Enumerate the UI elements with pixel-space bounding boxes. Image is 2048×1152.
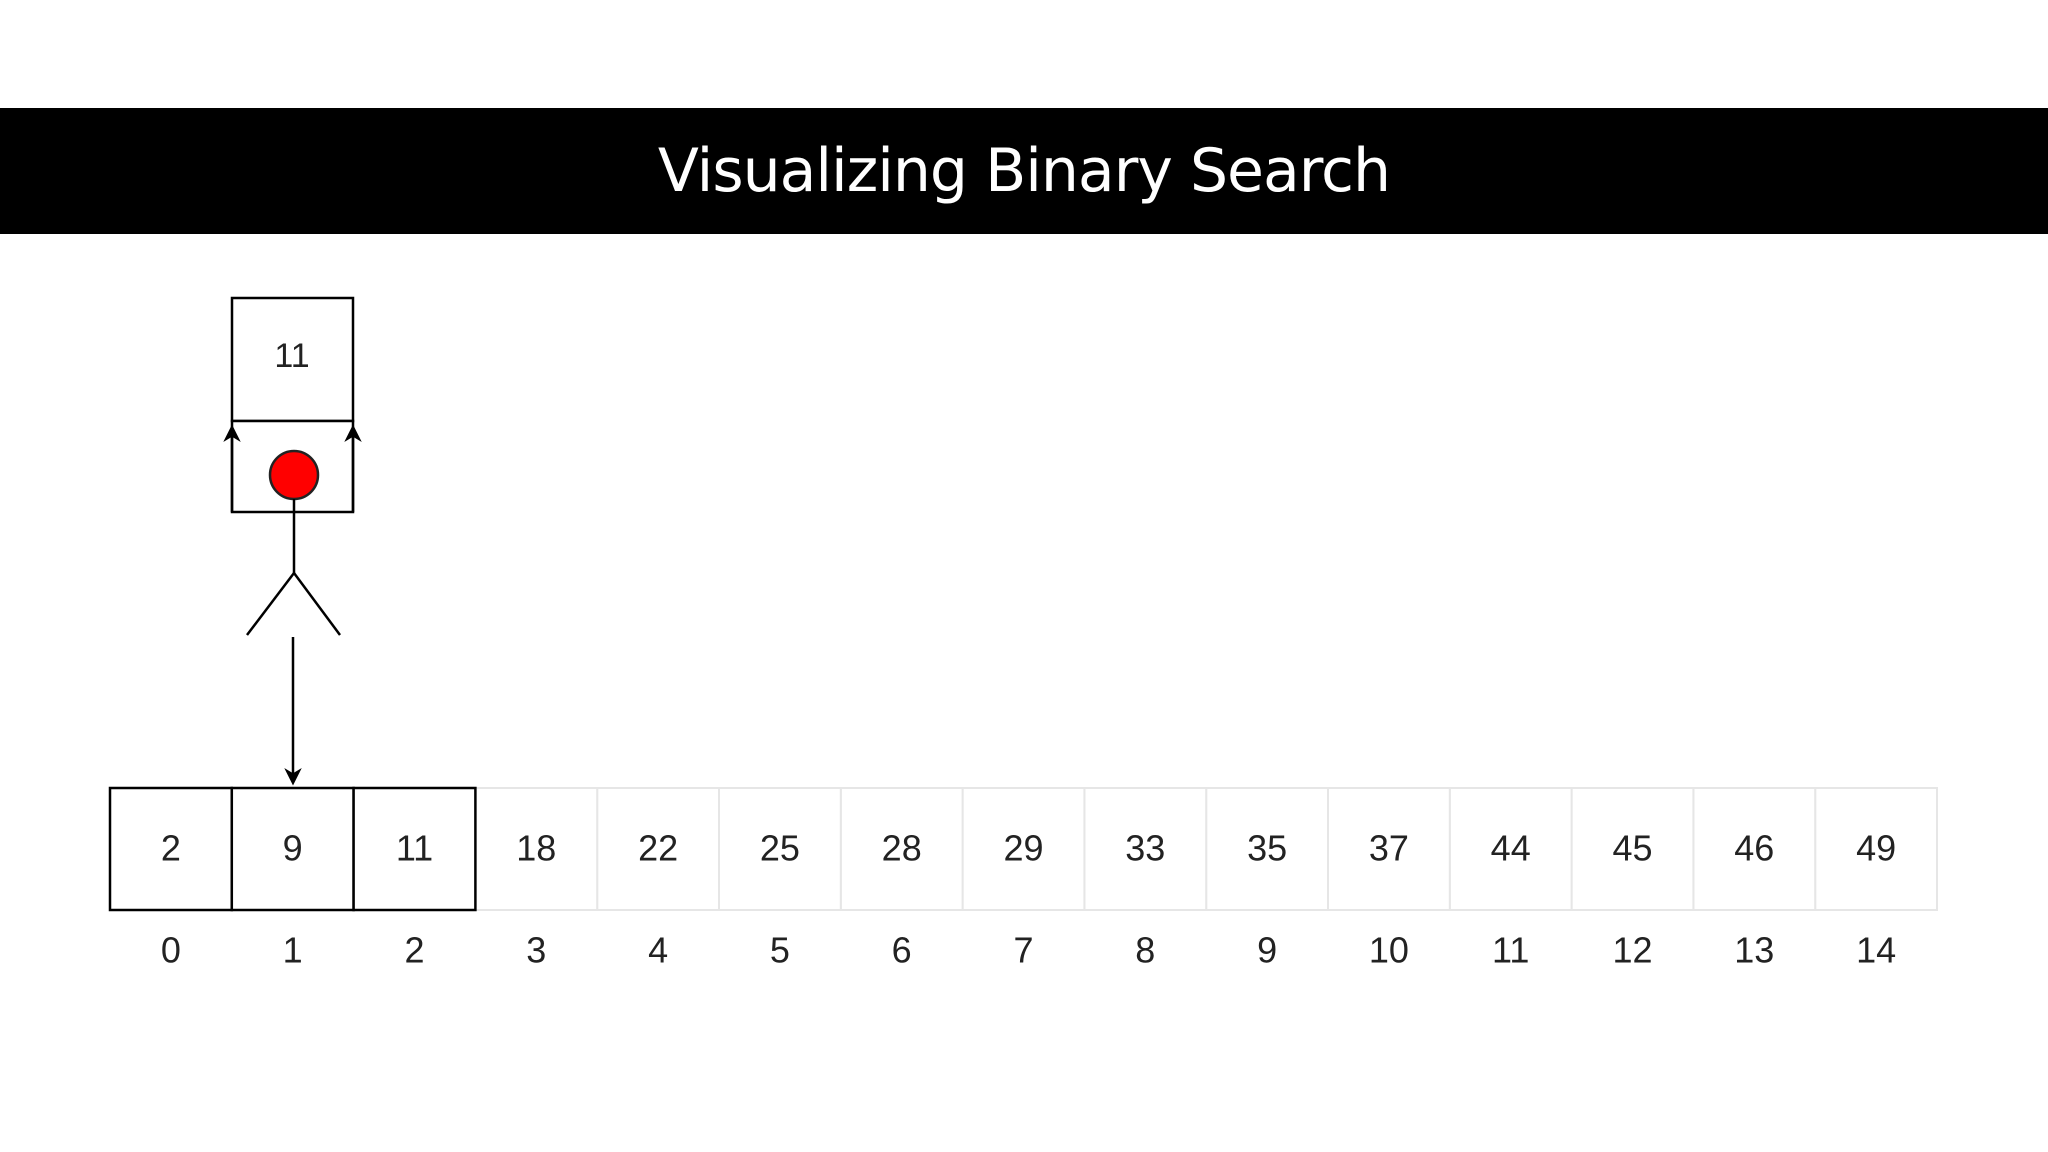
array-value: 46 [1734, 828, 1774, 869]
array-cell-inactive [1692, 787, 1817, 911]
array-index-label: 13 [1734, 930, 1774, 971]
array-cell-inactive [474, 787, 599, 911]
figure-left-leg [246, 572, 295, 636]
array-cell-inactive [1570, 787, 1695, 911]
array-index-label: 11 [1492, 930, 1529, 971]
array-index-label: 3 [526, 930, 546, 971]
array-index-label: 12 [1612, 930, 1652, 971]
array-value: 28 [882, 828, 922, 869]
array-value: 44 [1491, 828, 1531, 869]
array-index-label: 1 [283, 930, 303, 971]
array-index-label: 9 [1257, 930, 1277, 971]
array-value: 9 [283, 828, 303, 869]
array-index-label: 4 [648, 930, 668, 971]
array-cell-inactive [839, 787, 964, 911]
array-index-label: 14 [1856, 930, 1896, 971]
array-value: 11 [396, 828, 433, 869]
array-value: 2 [161, 828, 181, 869]
array-value: 29 [1003, 828, 1043, 869]
array-cell-inactive [1083, 787, 1208, 911]
stick-figure-icon [223, 424, 362, 636]
array-value: 25 [760, 828, 800, 869]
carried-box-value: 11 [274, 337, 309, 375]
array-index-label: 0 [161, 930, 181, 971]
array-value: 18 [516, 828, 556, 869]
array-cell-inactive [1814, 787, 1938, 911]
figure-right-leg [292, 572, 342, 636]
array-value: 45 [1612, 828, 1652, 869]
array-cell-inactive [1448, 787, 1573, 911]
figure-head [268, 449, 320, 501]
array-cell-inactive [596, 787, 721, 911]
array-cell-inactive [718, 787, 842, 911]
array-index-label: 10 [1369, 930, 1409, 971]
array-cell-active [352, 786, 477, 912]
array-cell-active [108, 786, 234, 912]
array-value: 22 [638, 828, 678, 869]
array-index-label: 5 [770, 930, 790, 971]
array-index-label: 2 [404, 930, 424, 971]
array-cell-active [230, 786, 355, 912]
array-value: 33 [1125, 828, 1165, 869]
array-index-label: 7 [1013, 930, 1033, 971]
array-cell-inactive [1205, 787, 1329, 911]
array-value: 37 [1369, 828, 1409, 869]
slide-title: Visualizing Binary Search [657, 136, 1391, 206]
title-bar: Visualizing Binary Search [0, 108, 2048, 234]
array-value: 35 [1247, 828, 1287, 869]
array-index-label: 6 [892, 930, 912, 971]
array-index-label: 8 [1135, 930, 1155, 971]
array-value: 49 [1856, 828, 1896, 869]
array-cell-inactive [1327, 787, 1451, 911]
